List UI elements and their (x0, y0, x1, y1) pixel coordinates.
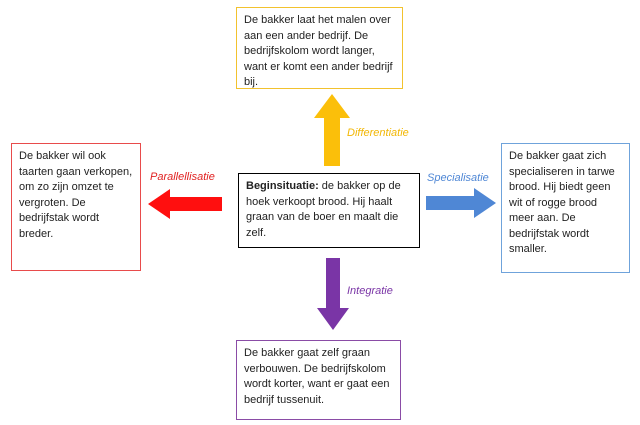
initial-situation-box: Beginsituatie: de bakker op de hoek verk… (238, 173, 420, 248)
initial-situation-title: Beginsituatie: (246, 180, 319, 192)
differentiation-text: De bakker laat het malen over aan een an… (244, 14, 393, 88)
specialization-label: Specialisatie (427, 172, 489, 184)
integration-label: Integratie (347, 285, 393, 297)
specialization-text: De bakker gaat zich specialiseren in tar… (509, 150, 615, 255)
initial-situation-text: de bakker op de hoek verkoopt brood. Hij… (246, 180, 401, 239)
arrow-down (317, 258, 349, 330)
differentiation-label: Differentiatie (347, 127, 409, 139)
integration-text: De bakker gaat zelf graan verbouwen. De … (244, 347, 390, 406)
arrow-up-shape (314, 94, 350, 166)
arrow-down-shape (317, 258, 349, 330)
specialization-box: De bakker gaat zich specialiseren in tar… (501, 143, 630, 273)
integration-box: De bakker gaat zelf graan verbouwen. De … (236, 340, 401, 420)
differentiation-box: De bakker laat het malen over aan een an… (236, 7, 403, 89)
arrow-right-shape (426, 188, 496, 218)
parallelization-text: De bakker wil ook taarten gaan verkopen,… (19, 150, 133, 240)
arrow-right (426, 188, 496, 218)
parallelization-box: De bakker wil ook taarten gaan verkopen,… (11, 143, 141, 271)
parallelization-label: Parallellisatie (150, 171, 215, 183)
arrow-up (314, 94, 350, 166)
arrow-left-shape (148, 189, 222, 219)
arrow-left (148, 189, 222, 219)
